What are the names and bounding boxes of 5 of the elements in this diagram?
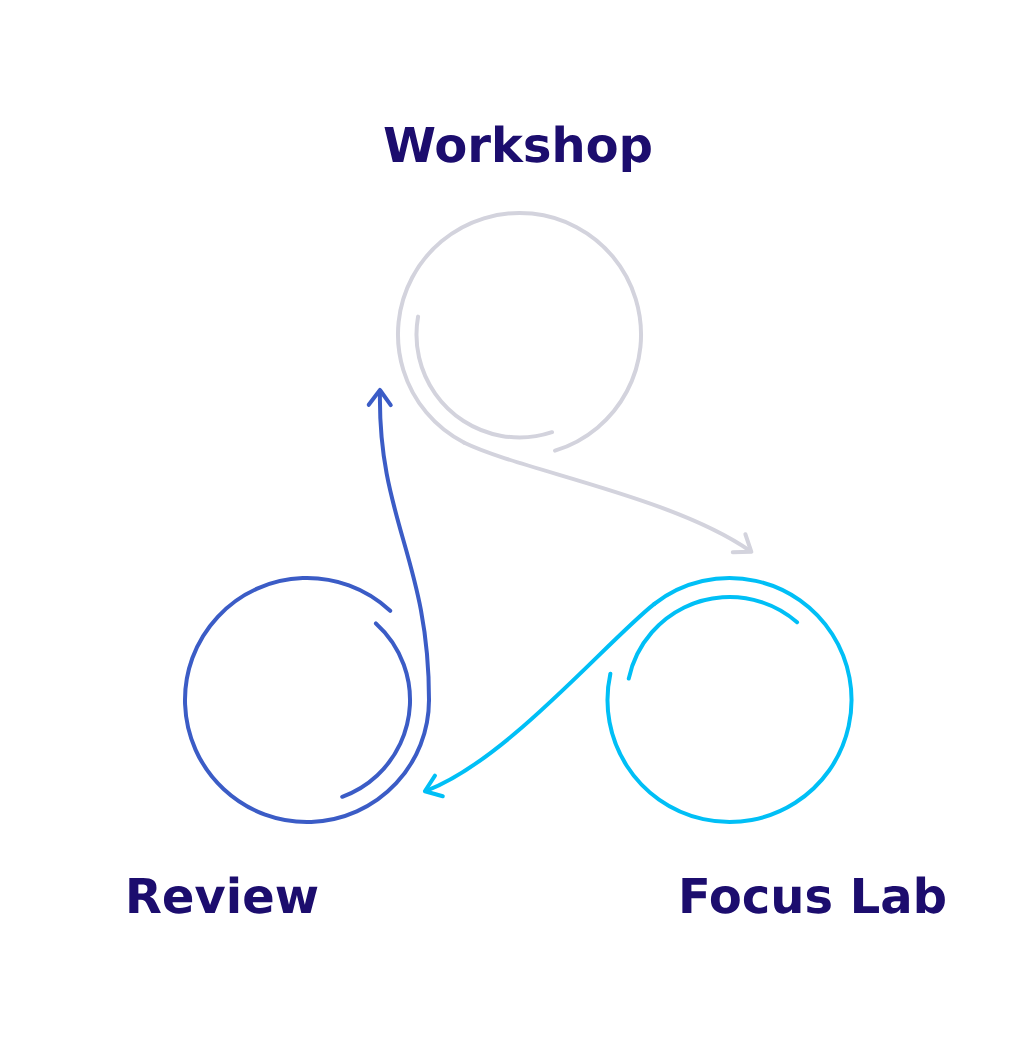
node-label: Review bbox=[129, 876, 318, 914]
node-label: Workshop bbox=[384, 125, 651, 172]
arrow bbox=[422, 601, 657, 799]
arrow bbox=[366, 388, 431, 702]
node-label: Focus Lab bbox=[682, 876, 945, 914]
